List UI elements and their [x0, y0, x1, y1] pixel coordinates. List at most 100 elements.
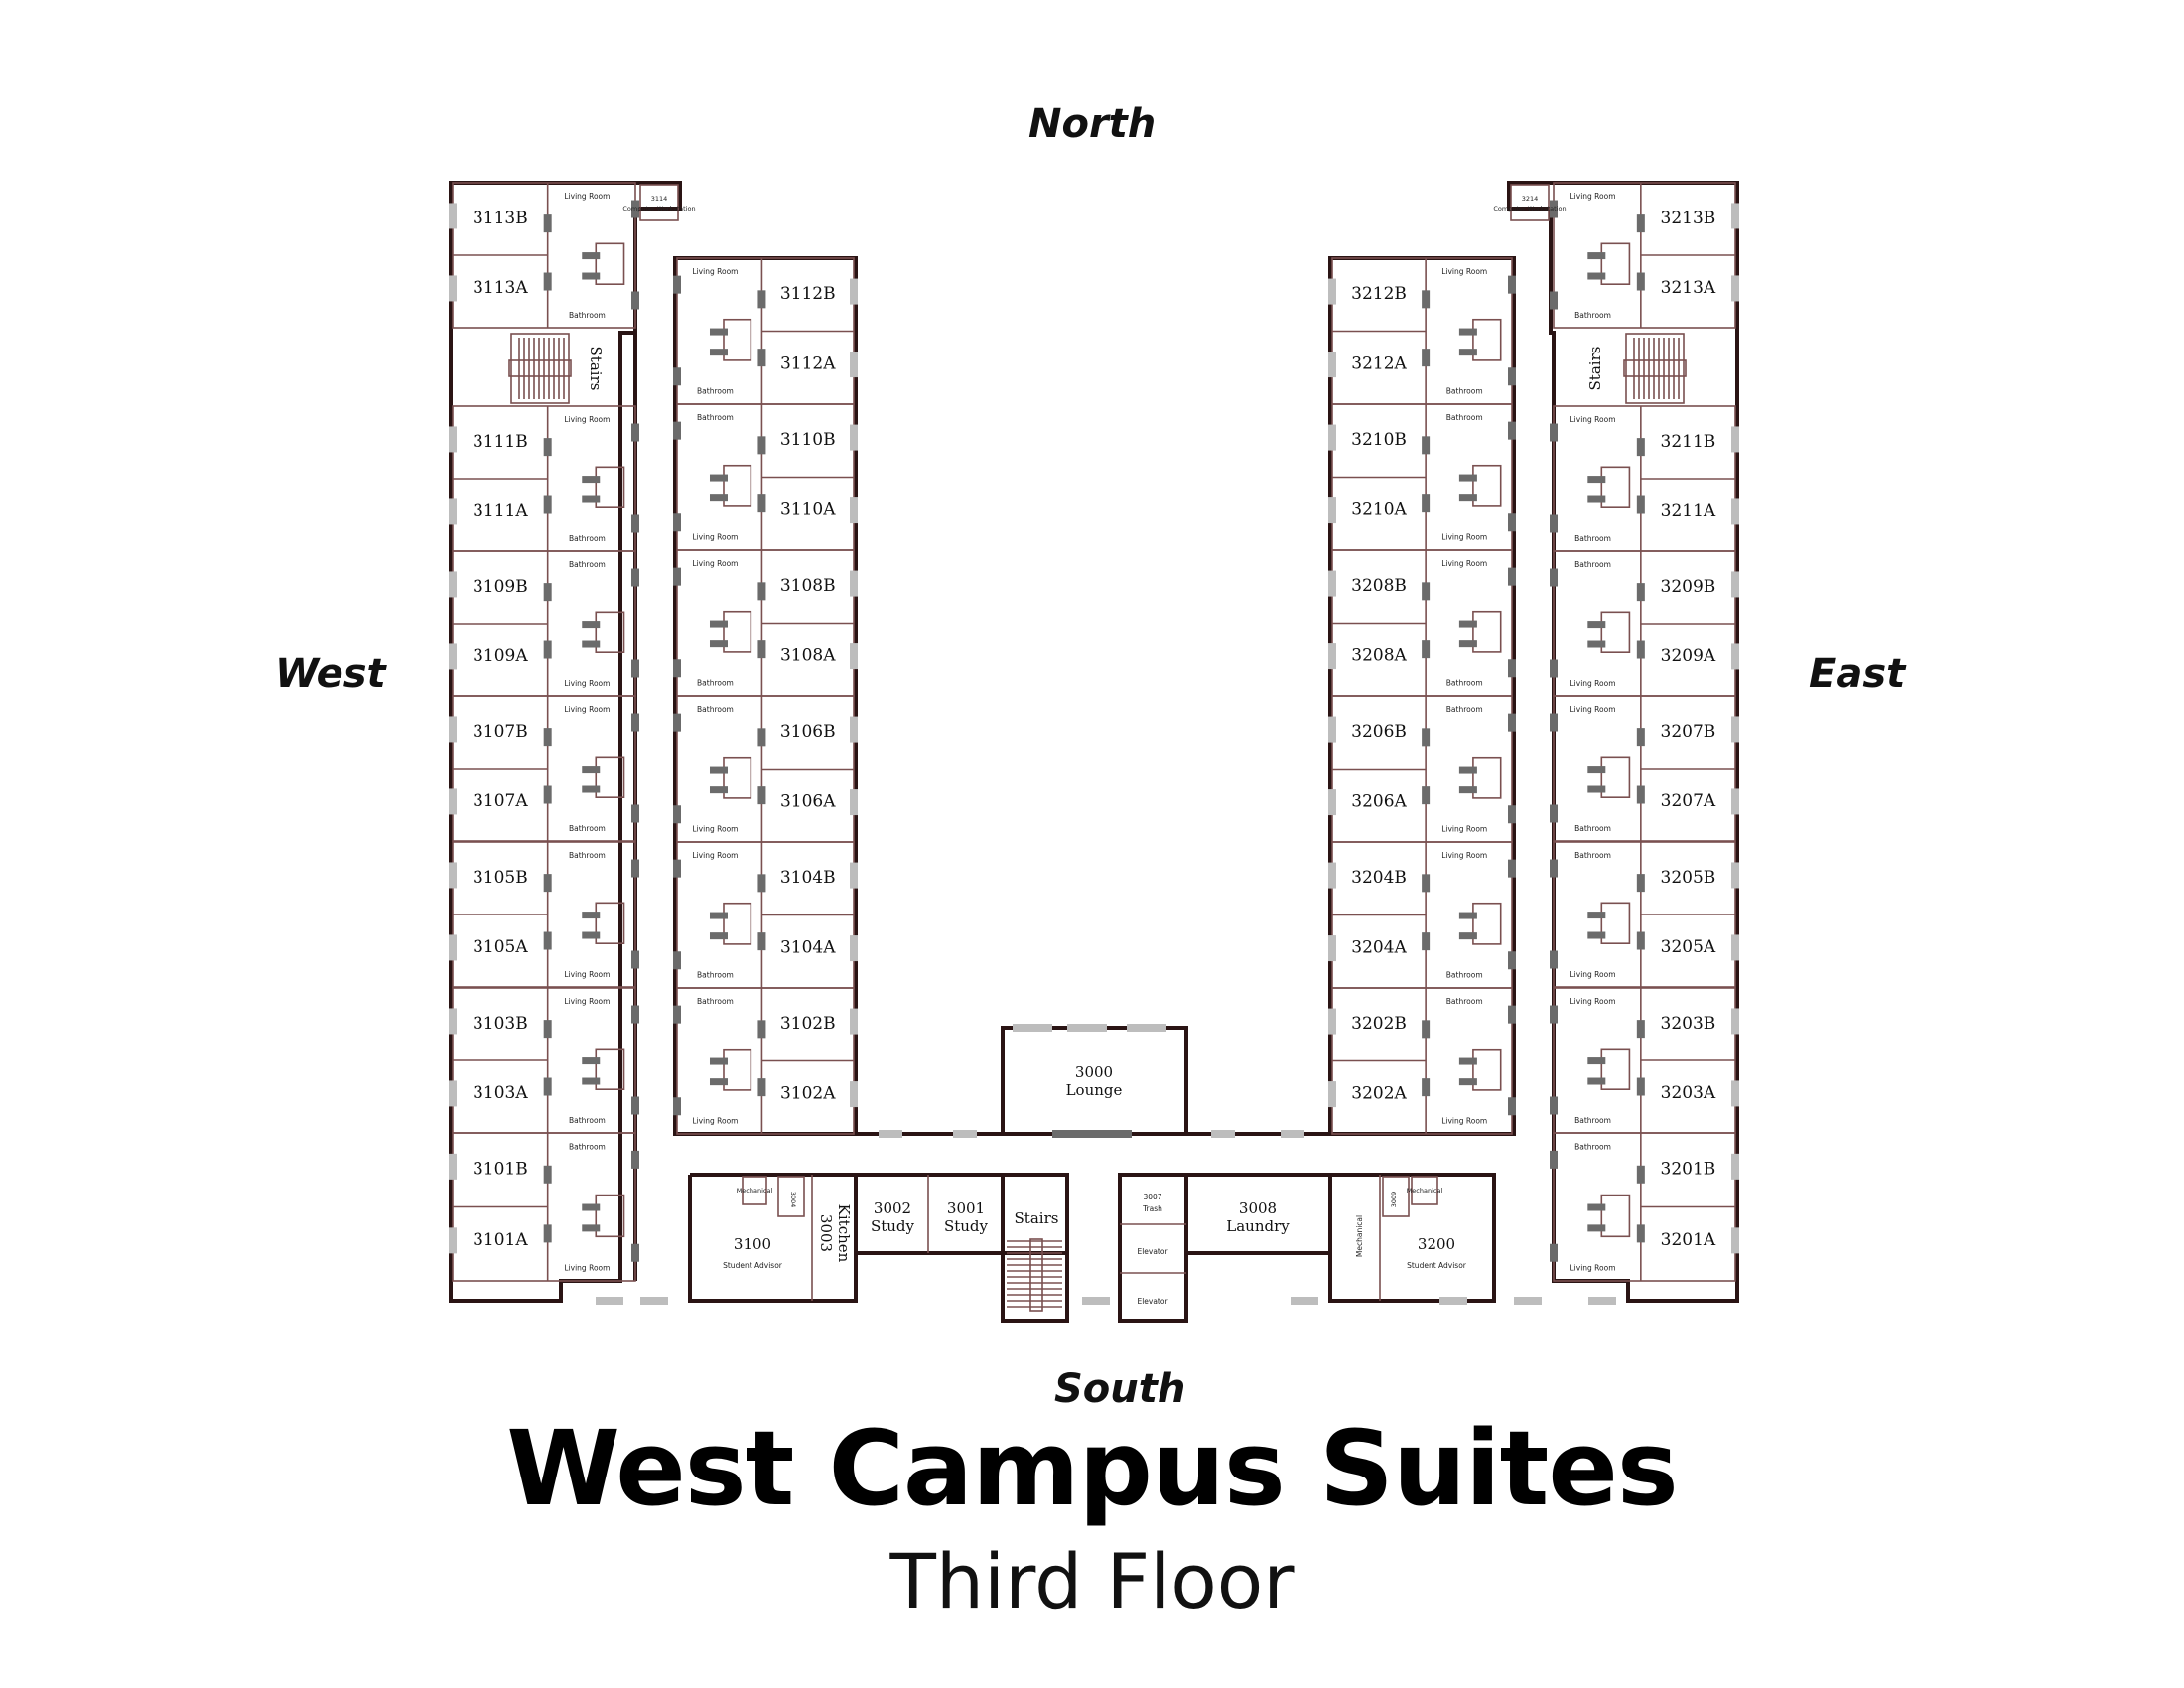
door[interactable] [1422, 494, 1431, 513]
door[interactable] [757, 874, 766, 893]
corridor-door[interactable] [631, 713, 639, 732]
door[interactable] [709, 766, 728, 774]
corridor-door[interactable] [1508, 713, 1516, 732]
corridor-door[interactable] [631, 200, 639, 218]
door[interactable] [757, 786, 766, 805]
corridor-door[interactable] [1508, 421, 1516, 440]
corridor-door[interactable] [1550, 804, 1558, 823]
corridor-door[interactable] [1550, 1243, 1558, 1262]
door[interactable] [757, 349, 766, 367]
corridor-door[interactable] [631, 514, 639, 533]
door[interactable] [1458, 474, 1477, 482]
corridor-door[interactable] [673, 275, 681, 294]
door[interactable] [1458, 640, 1477, 648]
door[interactable] [543, 1165, 552, 1184]
door[interactable] [543, 438, 552, 457]
door[interactable] [1636, 1165, 1645, 1184]
corridor-door[interactable] [673, 859, 681, 878]
door[interactable] [709, 1057, 728, 1065]
door[interactable] [757, 640, 766, 659]
corridor-door[interactable] [631, 1096, 639, 1115]
door[interactable] [1587, 1077, 1606, 1085]
corridor-door[interactable] [673, 951, 681, 970]
corridor-door[interactable] [1508, 859, 1516, 878]
door[interactable] [582, 912, 601, 919]
door[interactable] [543, 728, 552, 747]
corridor-door[interactable] [673, 1097, 681, 1116]
door[interactable] [757, 1020, 766, 1039]
door[interactable] [582, 785, 601, 793]
door[interactable] [1587, 1057, 1606, 1065]
door[interactable] [1587, 766, 1606, 774]
door[interactable] [709, 932, 728, 940]
door[interactable] [1587, 476, 1606, 484]
corridor-door[interactable] [1508, 951, 1516, 970]
door[interactable] [582, 1203, 601, 1211]
door[interactable] [1458, 1057, 1477, 1065]
door[interactable] [709, 640, 728, 648]
door[interactable] [1422, 640, 1431, 659]
door[interactable] [1636, 272, 1645, 291]
door[interactable] [1636, 785, 1645, 804]
door[interactable] [1458, 912, 1477, 919]
door[interactable] [543, 583, 552, 602]
corridor-door[interactable] [1508, 567, 1516, 586]
door[interactable] [1422, 582, 1431, 601]
door[interactable] [582, 640, 601, 648]
corridor-door[interactable] [673, 367, 681, 386]
door[interactable] [1636, 583, 1645, 602]
door[interactable] [543, 1224, 552, 1243]
door[interactable] [1636, 438, 1645, 457]
door[interactable] [757, 1078, 766, 1097]
stairs[interactable]: Stairs [508, 333, 605, 404]
corridor-door[interactable] [673, 567, 681, 586]
door[interactable] [709, 786, 728, 794]
door[interactable] [1636, 931, 1645, 950]
corridor-door[interactable] [631, 423, 639, 442]
center-stairs[interactable] [1007, 1238, 1062, 1312]
door[interactable] [757, 290, 766, 309]
door[interactable] [582, 931, 601, 939]
corridor-door[interactable] [673, 421, 681, 440]
door[interactable] [582, 621, 601, 629]
door[interactable] [1587, 1224, 1606, 1232]
door[interactable] [1587, 785, 1606, 793]
door[interactable] [543, 874, 552, 893]
door[interactable] [582, 1224, 601, 1232]
door[interactable] [1636, 495, 1645, 514]
door[interactable] [582, 1077, 601, 1085]
door[interactable] [1636, 640, 1645, 659]
corridor-door[interactable] [673, 513, 681, 532]
corridor-door[interactable] [673, 659, 681, 678]
room-3009[interactable] [1382, 1176, 1410, 1217]
door[interactable] [1422, 932, 1431, 951]
door[interactable] [1422, 1020, 1431, 1039]
door[interactable] [1587, 495, 1606, 503]
door[interactable] [1587, 640, 1606, 648]
door[interactable] [1636, 1020, 1645, 1039]
door[interactable] [709, 912, 728, 919]
door[interactable] [709, 1078, 728, 1086]
door[interactable] [1458, 620, 1477, 628]
door[interactable] [1587, 912, 1606, 919]
door[interactable] [582, 272, 601, 280]
door[interactable] [1458, 349, 1477, 356]
door[interactable] [1587, 272, 1606, 280]
corridor-door[interactable] [1550, 1005, 1558, 1024]
door[interactable] [757, 932, 766, 951]
